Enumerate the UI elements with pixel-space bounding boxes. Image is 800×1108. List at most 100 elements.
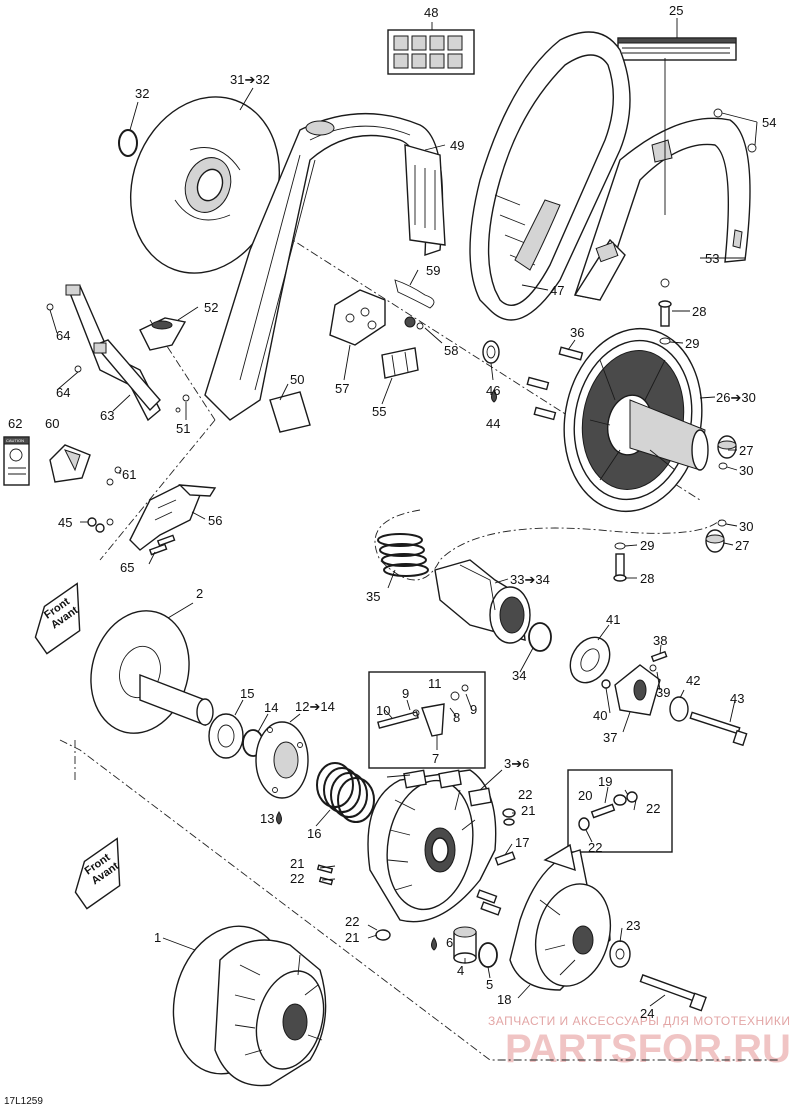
pins-21-22-left: [316, 864, 334, 886]
bolts-65: [148, 534, 176, 556]
nut-40: [601, 679, 611, 689]
label-59: 59: [426, 263, 440, 278]
label-47: 47: [550, 283, 564, 298]
label-14: 14: [264, 700, 278, 715]
label-23: 23: [626, 918, 640, 933]
safety-decal-48: [387, 29, 475, 75]
lock-60: [49, 444, 122, 486]
label-53: 53: [705, 251, 719, 266]
cam-33: [434, 559, 531, 644]
label-27-bottom: 27: [735, 538, 749, 553]
label-15: 15: [240, 686, 254, 701]
label-29-bottom: 29: [640, 538, 654, 553]
label-27-top: 27: [739, 443, 753, 458]
spider-18: [509, 843, 611, 991]
label-64-lower: 64: [56, 385, 70, 400]
pulley-disc-31: [129, 96, 281, 274]
label-12-14: 12➔14: [295, 699, 335, 714]
bracket-57: [329, 289, 386, 346]
roller-21-22-lower: [375, 929, 391, 941]
label-6: 6: [446, 935, 453, 950]
washer-42: [669, 696, 689, 722]
label-42: 42: [686, 673, 700, 688]
grease-drop-44: [491, 389, 497, 403]
label-38: 38: [653, 633, 667, 648]
label-31-32: 31➔32: [230, 72, 270, 87]
label-32: 32: [135, 86, 149, 101]
front-arrow-upper: Front Avant: [34, 582, 81, 655]
label-30-bottom: 30: [739, 519, 753, 534]
label-24: 24: [640, 1006, 654, 1021]
label-4: 4: [457, 963, 464, 978]
label-30-top: 30: [739, 463, 753, 478]
label-20: 20: [578, 788, 592, 803]
ring-34: [528, 622, 552, 652]
washer-23: [609, 940, 631, 968]
label-46: 46: [486, 383, 500, 398]
label-18: 18: [497, 992, 511, 1007]
label-19: 19: [598, 774, 612, 789]
label-21-lower: 21: [345, 930, 359, 945]
label-22-inset-bottom: 22: [588, 840, 602, 855]
label-8: 8: [453, 710, 460, 725]
label-1: 1: [154, 930, 161, 945]
label-21-left: 21: [290, 856, 304, 871]
label-29-top: 29: [685, 336, 699, 351]
label-55: 55: [372, 404, 386, 419]
label-11: 11: [428, 676, 442, 691]
label-3-6: 3➔6: [504, 756, 529, 771]
caution-decal-text: CAUTION: [6, 438, 24, 443]
label-56: 56: [208, 513, 222, 528]
label-16: 16: [307, 826, 321, 841]
washer-46: [482, 340, 500, 364]
drive-pulley-sheave-2: [90, 610, 214, 734]
label-61: 61: [122, 467, 136, 482]
spacer-27-top: [717, 435, 737, 459]
label-17: 17: [515, 835, 529, 850]
reference-code: 17L1259: [4, 1096, 43, 1107]
label-10: 10: [376, 703, 390, 718]
label-22-upper: 22: [518, 787, 532, 802]
roller-22-21-upper: [502, 808, 516, 826]
label-49: 49: [450, 138, 464, 153]
label-64-upper: 64: [56, 328, 70, 343]
label-39: 39: [656, 685, 670, 700]
label-44: 44: [486, 416, 500, 431]
label-36: 36: [570, 325, 584, 340]
bolt-38: [649, 650, 668, 672]
caution-decal-62: CAUTION: [3, 436, 30, 486]
label-21-upper: 21: [521, 803, 535, 818]
label-58: 58: [444, 343, 458, 358]
part-labels: 48 25 31➔32 32 49 54 53 47 52 59 64 64 2…: [8, 3, 776, 1021]
label-13: 13: [260, 811, 274, 826]
watermark: ЗАПЧАСТИ И АКСЕССУАРЫ ДЛЯ МОТОТЕХНИКИ PA…: [488, 1014, 791, 1071]
spacer-27-bottom: [705, 529, 725, 553]
label-57: 57: [335, 381, 349, 396]
movable-sheave-3: [367, 769, 497, 923]
clip-59: [394, 279, 435, 309]
bracket-37: [614, 664, 661, 716]
grease-drop-13: [276, 811, 282, 825]
label-28-top: 28: [692, 304, 706, 319]
label-43: 43: [730, 691, 744, 706]
label-22-left: 22: [290, 871, 304, 886]
label-33-34: 33➔34: [510, 572, 550, 587]
ring-5: [478, 942, 498, 968]
label-51: 51: [176, 421, 190, 436]
bearing-15: [208, 713, 244, 759]
washer-41: [569, 636, 611, 684]
front-arrow-lower: Front Avant: [74, 837, 121, 910]
nuts-45: [87, 517, 114, 533]
label-37: 37: [603, 730, 617, 745]
bolts-lower-sheave: [476, 889, 502, 916]
label-63: 63: [100, 408, 114, 423]
grease-drop-6: [431, 937, 437, 951]
drive-pulley-assembly-1: [172, 925, 327, 1087]
label-34: 34: [512, 668, 526, 683]
label-52: 52: [204, 300, 218, 315]
bushing-4: [453, 926, 477, 964]
bracket-56: [129, 484, 217, 551]
screw-28-top: [658, 300, 672, 327]
label-28-bottom: 28: [640, 571, 654, 586]
